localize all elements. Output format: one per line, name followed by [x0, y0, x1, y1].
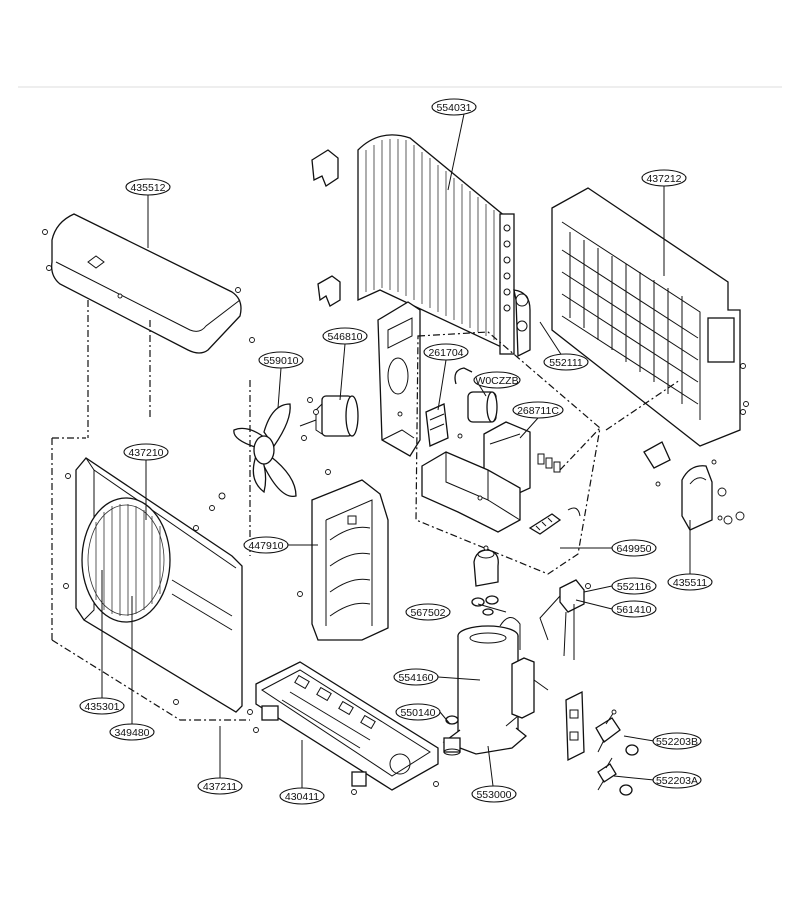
- grommet-part: [471, 595, 499, 616]
- coil-clip-top: [311, 149, 339, 187]
- label-552116: 552116: [617, 581, 651, 593]
- label-559010: 559010: [263, 355, 298, 367]
- callout-559010: 559010: [258, 351, 304, 369]
- callout-552203b: 552203B: [652, 732, 702, 750]
- label-554160: 554160: [398, 672, 433, 684]
- callout-430411: 430411: [279, 787, 325, 805]
- label-550140: 550140: [400, 707, 435, 719]
- motor-mount-part: [377, 301, 421, 457]
- callout-554031: 554031: [431, 98, 477, 116]
- terminal-cover-part: [473, 545, 499, 587]
- callout-552116: 552116: [611, 577, 657, 595]
- label-430411: 430411: [285, 791, 319, 803]
- rubber-feet-part: [443, 715, 461, 756]
- label-437211: 437211: [203, 781, 237, 793]
- partition-plate-part: [297, 469, 389, 641]
- base-pan-part: [253, 661, 439, 795]
- callout-437211: 437211: [197, 777, 243, 795]
- service-valve-b-part: [595, 709, 639, 756]
- service-valve-plate-part: [565, 690, 585, 762]
- fan-motor-part: [299, 395, 359, 441]
- label-561410: 561410: [616, 604, 651, 616]
- label-435512: 435512: [130, 182, 165, 194]
- label-447910: 447910: [248, 540, 283, 552]
- label-546810: 546810: [327, 331, 362, 343]
- label-567502: 567502: [410, 607, 445, 619]
- callout-649950: 649950: [611, 539, 657, 557]
- label-437212: 437212: [646, 173, 681, 185]
- side-bracket-part: [643, 441, 717, 487]
- callout-261704: 261704: [423, 343, 469, 361]
- callout-435301: 435301: [79, 697, 125, 715]
- callout-552111: 552111: [543, 353, 589, 371]
- capacitor-part: [454, 367, 498, 423]
- label-261704: 261704: [428, 347, 463, 359]
- label-554031: 554031: [436, 102, 471, 114]
- callout-349480: 349480: [109, 723, 155, 741]
- terminal-board-part: [425, 403, 463, 447]
- rear-grille-part: [551, 187, 749, 447]
- callout-437210: 437210: [123, 443, 169, 461]
- coil-clip-bottom: [317, 275, 341, 307]
- callout-268711c: 268711C: [512, 401, 564, 419]
- condenser-coil-part: [357, 134, 531, 358]
- callout-561410: 561410: [611, 600, 657, 618]
- callout-553000: 553000: [471, 785, 517, 803]
- label-349480: 349480: [114, 727, 149, 739]
- service-valve-a-part: [597, 757, 633, 796]
- callout-435511: 435511: [667, 573, 713, 591]
- label-435301: 435301: [84, 701, 119, 713]
- service-cover-part: [681, 465, 745, 531]
- reactor-part: [539, 579, 591, 660]
- callout-554160: 554160: [393, 668, 439, 686]
- callout-552203a: 552203A: [652, 771, 702, 789]
- callout-437212: 437212: [641, 169, 687, 187]
- control-box-outline: [415, 331, 601, 575]
- assembly-lines: [51, 300, 681, 721]
- compressor-part: [442, 617, 549, 755]
- top-cover-part: [42, 213, 255, 354]
- callout-550140: 550140: [395, 703, 441, 721]
- callout-447910: 447910: [243, 536, 289, 554]
- callout-w0czzb: W0CZZB: [473, 371, 521, 389]
- callout-435512: 435512: [125, 178, 171, 196]
- label-552203a: 552203A: [656, 775, 698, 787]
- label-553000: 553000: [476, 789, 511, 801]
- label-437210: 437210: [128, 447, 163, 459]
- control-box-tray-part: [421, 451, 521, 533]
- callout-546810: 546810: [322, 327, 368, 345]
- propeller-fan-part: [209, 403, 297, 511]
- terminal-strip-part: [528, 507, 581, 535]
- label-w0czzb: W0CZZB: [475, 375, 518, 387]
- label-552203b: 552203B: [656, 736, 698, 748]
- label-552111: 552111: [549, 357, 583, 369]
- leader-lines: [101, 113, 691, 796]
- label-268711c: 268711C: [517, 405, 559, 417]
- label-649950: 649950: [616, 543, 651, 555]
- front-panel-part: [63, 457, 253, 715]
- callout-567502: 567502: [405, 603, 451, 621]
- label-435511: 435511: [673, 577, 707, 589]
